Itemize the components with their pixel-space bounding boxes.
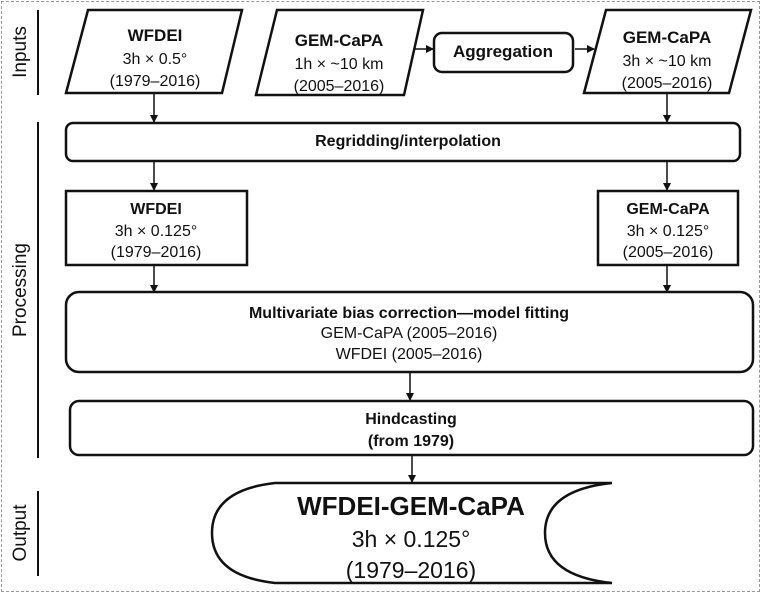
node-title: WFDEI: [128, 26, 183, 45]
node-hindcasting[interactable]: Hindcasting (from 1979): [68, 399, 755, 457]
node-label: Regridding/interpolation: [315, 133, 501, 150]
node-output-product[interactable]: WFDEI-GEM-CaPA 3h × 0.125° (1979–2016): [210, 481, 613, 585]
section-label-output: Output: [10, 504, 31, 562]
node-title: GEM-CaPA: [623, 28, 711, 47]
node-input-gemcapa-3h[interactable]: GEM-CaPA 3h × ~10 km (2005–2016): [582, 8, 753, 95]
section-label-inputs: Inputs: [10, 26, 31, 78]
node-title: Hindcasting: [365, 411, 457, 428]
node-label: Aggregation: [453, 42, 553, 61]
node-title: WFDEI-GEM-CaPA: [297, 491, 525, 521]
node-resolution: 3h × ~10 km: [623, 53, 712, 70]
node-resolution: 3h × 0.125°: [627, 223, 709, 240]
node-regridding[interactable]: Regridding/interpolation: [64, 121, 742, 163]
node-wfdei-regridded[interactable]: WFDEI 3h × 0.125° (1979–2016): [64, 189, 249, 267]
node-period: (2005–2016): [622, 75, 713, 92]
node-input-wfdei[interactable]: WFDEI 3h × 0.5° (1979–2016): [64, 8, 244, 95]
node-resolution: 3h × 0.125°: [115, 223, 197, 240]
section-output: Output: [10, 491, 39, 576]
node-gemcapa-regridded[interactable]: GEM-CaPA 3h × 0.125° (2005–2016): [596, 189, 740, 267]
node-bias-correction[interactable]: Multivariate bias correction—model fitti…: [64, 290, 755, 374]
node-resolution: 1h × ~10 km: [295, 56, 384, 73]
node-period: (1979–2016): [111, 244, 202, 261]
node-resolution: 3h × 0.5°: [123, 51, 188, 68]
node-line-1: GEM-CaPA (2005–2016): [321, 325, 498, 342]
node-title: GEM-CaPA: [295, 31, 383, 50]
node-title: WFDEI: [130, 201, 182, 218]
node-period: (1979–2016): [110, 73, 201, 90]
node-title: GEM-CaPA: [626, 201, 710, 218]
section-processing: Processing: [10, 122, 39, 458]
node-input-gemcapa-hourly[interactable]: GEM-CaPA 1h × ~10 km (2005–2016): [254, 8, 425, 97]
section-label-processing: Processing: [10, 243, 31, 337]
section-inputs: Inputs: [10, 10, 39, 95]
node-period: (2005–2016): [294, 78, 385, 95]
node-title: Multivariate bias correction—model fitti…: [249, 305, 569, 322]
node-period: (2005–2016): [623, 244, 714, 261]
node-resolution: 3h × 0.125°: [352, 526, 471, 552]
node-period: (1979–2016): [346, 557, 476, 583]
node-line-2: WFDEI (2005–2016): [336, 346, 483, 363]
node-aggregation[interactable]: Aggregation: [432, 31, 575, 74]
node-subtitle: (from 1979): [368, 433, 454, 450]
